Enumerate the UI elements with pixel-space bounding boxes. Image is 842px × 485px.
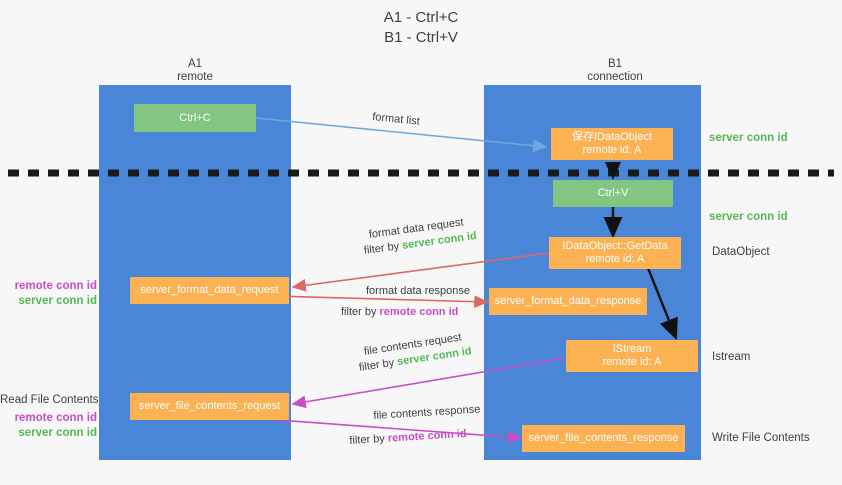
node-save-idataobject-sublabel: remote id: A bbox=[582, 144, 642, 156]
node-ctrl-c-label: Ctrl+C bbox=[179, 111, 211, 124]
node-server-format-data-response-label: server_format_data_response bbox=[494, 295, 642, 307]
edge-label-file-contents-response-filter-prefix: filter by bbox=[349, 432, 389, 447]
annotation-write-file-contents: Write File Contents bbox=[712, 431, 810, 446]
annotation-server-conn-id-top: server conn id bbox=[709, 131, 788, 146]
annotation-server-conn-id-mid-text: server conn id bbox=[709, 211, 788, 223]
annotation-istream-text: Istream bbox=[712, 351, 751, 363]
node-getdata-sublabel: remote id: A bbox=[585, 253, 645, 265]
node-ctrl-c[interactable]: Ctrl+C bbox=[134, 104, 256, 132]
lane-header-b1: B1 connection bbox=[545, 58, 685, 84]
node-server-file-contents-response[interactable]: server_file_contents_response bbox=[522, 425, 685, 452]
node-istream-label: IStream bbox=[612, 343, 652, 355]
page-title: A1 - Ctrl+C B1 - Ctrl+V bbox=[0, 8, 842, 48]
annotation-server-conn-id-1: server conn id bbox=[0, 294, 97, 309]
edge-label-format-data-response-filter: filter by remote conn id bbox=[341, 305, 458, 319]
node-getdata-label: IDataObject::GetData bbox=[562, 240, 668, 252]
lane-a1-subtitle: remote bbox=[177, 71, 213, 83]
node-save-idataobject-label: 保存IDataObject bbox=[571, 131, 653, 143]
edge-label-format-data-request-filter-prefix: filter by bbox=[363, 239, 403, 257]
annotation-remote-conn-id-1: remote conn id bbox=[0, 279, 97, 294]
lane-b1-title: B1 bbox=[607, 58, 623, 70]
title-line-2: B1 - Ctrl+V bbox=[384, 29, 458, 46]
node-server-file-contents-response-label: server_file_contents_response bbox=[528, 432, 679, 444]
annotation-remote-conn-id-1-text: remote conn id bbox=[14, 280, 97, 292]
edge-label-file-contents-response-filter: filter by remote conn id bbox=[349, 427, 467, 448]
annotation-server-conn-id-1-text: server conn id bbox=[18, 295, 97, 307]
edge-label-format-data-response: format data response bbox=[366, 284, 470, 298]
node-server-file-contents-request-label: server_file_contents_request bbox=[138, 400, 281, 412]
edge-label-format-list-text: format list bbox=[371, 110, 421, 128]
node-ctrl-v[interactable]: Ctrl+V bbox=[553, 180, 673, 207]
node-ctrl-v-label: Ctrl+V bbox=[597, 187, 629, 199]
edge-label-format-data-response-filter-value: remote conn id bbox=[379, 306, 459, 318]
title-line-1: A1 - Ctrl+C bbox=[383, 9, 459, 26]
annotation-dataobject: DataObject bbox=[712, 245, 770, 260]
annotation-remote-conn-id-2: remote conn id bbox=[0, 411, 97, 426]
edge-label-file-contents-response-filter-value: remote conn id bbox=[387, 427, 467, 445]
lane-a1-title: A1 bbox=[187, 58, 203, 70]
node-istream-sublabel: remote id: A bbox=[602, 356, 662, 368]
annotation-server-conn-id-2-text: server conn id bbox=[18, 427, 97, 439]
annotation-read-file-contents-text: Read File Contents bbox=[0, 394, 99, 406]
edge-label-file-contents-response: file contents response bbox=[373, 402, 481, 423]
annotation-istream: Istream bbox=[712, 350, 750, 365]
node-server-format-data-request[interactable]: server_format_data_request bbox=[130, 277, 289, 304]
annotation-dataobject-text: DataObject bbox=[712, 246, 770, 258]
edge-label-format-data-response-filter-prefix: filter by bbox=[341, 306, 380, 318]
annotation-server-conn-id-2: server conn id bbox=[0, 426, 97, 441]
node-server-format-data-request-label: server_format_data_request bbox=[140, 284, 279, 296]
node-istream[interactable]: IStream remote id: A bbox=[566, 340, 698, 372]
annotation-remote-conn-id-2-text: remote conn id bbox=[14, 412, 97, 424]
node-save-idataobject[interactable]: 保存IDataObject remote id: A bbox=[551, 128, 673, 160]
edge-label-file-contents-response-text: file contents response bbox=[373, 403, 481, 422]
lane-header-a1: A1 remote bbox=[125, 58, 265, 84]
annotation-read-file-contents: Read File Contents bbox=[0, 393, 99, 408]
annotation-write-file-contents-text: Write File Contents bbox=[712, 432, 810, 444]
edge-label-format-data-response-text: format data response bbox=[366, 285, 470, 297]
annotation-server-conn-id-top-text: server conn id bbox=[709, 132, 788, 144]
annotation-server-conn-id-mid: server conn id bbox=[709, 210, 788, 225]
node-server-format-data-response[interactable]: server_format_data_response bbox=[489, 288, 647, 315]
lane-b1-subtitle: connection bbox=[587, 71, 643, 83]
edge-label-format-list: format list bbox=[372, 110, 421, 129]
node-idataobject-getdata[interactable]: IDataObject::GetData remote id: A bbox=[549, 237, 681, 269]
node-server-file-contents-request[interactable]: server_file_contents_request bbox=[130, 393, 289, 420]
